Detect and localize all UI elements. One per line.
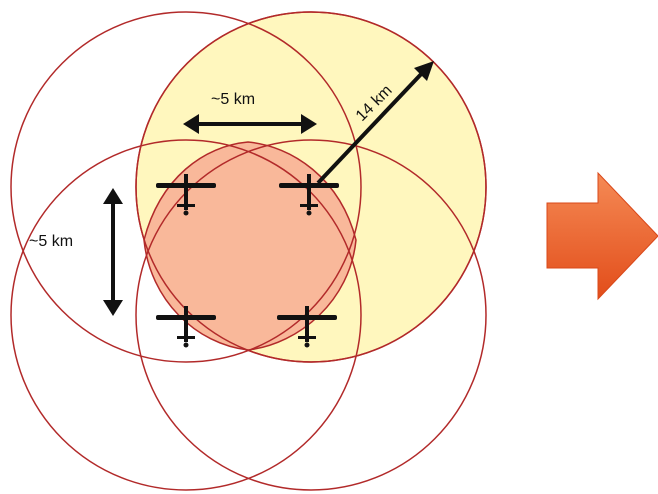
airplane-icon — [156, 306, 216, 348]
horizontal-distance-arrow — [183, 114, 317, 134]
airplane-icon — [279, 174, 339, 216]
orange-right-arrow-icon — [546, 171, 658, 301]
coverage-circle-bottom-right — [135, 139, 487, 491]
coverage-circle-top-left — [10, 11, 362, 363]
radius-arrow — [316, 61, 434, 185]
horizontal-distance-label: ~5 km — [211, 91, 255, 108]
vertical-distance-arrow — [103, 188, 123, 316]
coverage-circle-bottom-left — [10, 139, 362, 491]
airplane-icon — [277, 306, 337, 348]
airplane-icon — [156, 174, 216, 216]
vertical-distance-label: ~5 km — [29, 233, 73, 250]
coverage-circle-top-right — [135, 11, 487, 363]
